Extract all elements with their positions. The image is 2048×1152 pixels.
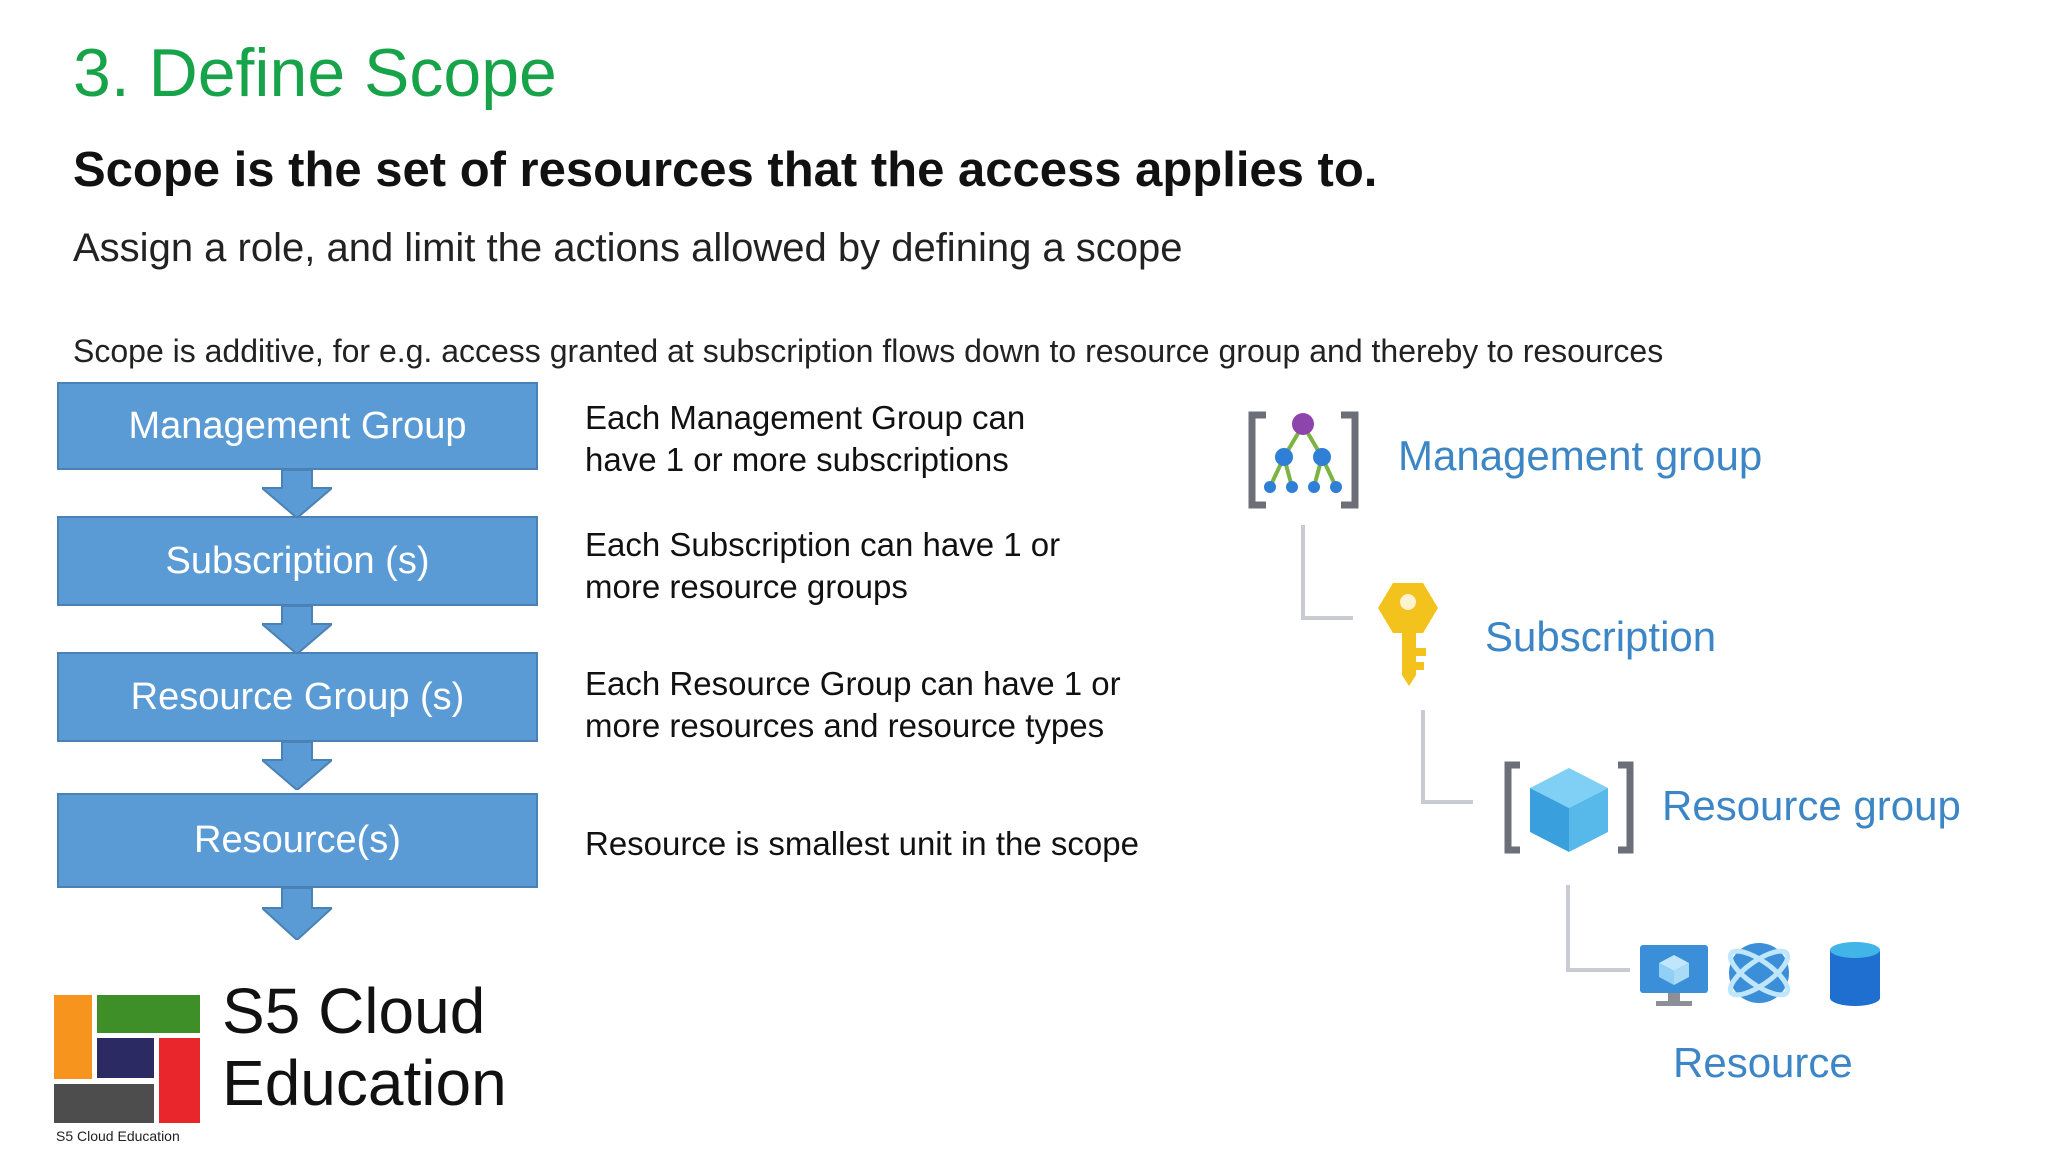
hierarchy-label-resource: Resource: [1673, 1039, 1853, 1086]
s5-cloud-logo-icon: [54, 995, 200, 1123]
desc-resource: Resource is smallest unit in the scope: [585, 823, 1139, 865]
desc-management-group: Each Management Group can have 1 or more…: [585, 397, 1025, 481]
brand-name-line: S5 Cloud: [222, 975, 486, 1047]
down-arrow-icon: [262, 888, 332, 940]
desc-subscription: Each Subscription can have 1 or more res…: [585, 524, 1060, 608]
desc-line: Resource is smallest unit in the scope: [585, 825, 1139, 862]
brand-name-line: Education: [222, 1047, 507, 1119]
logo-caption: S5 Cloud Education: [56, 1128, 180, 1144]
storage-cylinder-icon: [1830, 942, 1880, 1006]
hierarchy-label-resource-group: Resource group: [1662, 782, 1961, 829]
brand-name: S5 Cloud Education: [222, 975, 507, 1119]
hierarchy-label-subscription: Subscription: [1485, 613, 1717, 660]
flow-box-subscription: Subscription (s): [57, 516, 538, 606]
desc-line: have 1 or more subscriptions: [585, 441, 1009, 478]
hierarchy-label-management-group: Management group: [1398, 432, 1763, 479]
virtual-machine-icon: [1640, 945, 1708, 1006]
down-arrow-icon: [262, 606, 332, 654]
resource-group-cube-icon: [1504, 761, 1634, 854]
cosmos-db-icon: [1727, 943, 1791, 1003]
flow-box-resource: Resource(s): [57, 793, 538, 888]
slide-subline: Assign a role, and limit the actions all…: [73, 226, 1183, 270]
down-arrow-icon: [262, 470, 332, 518]
desc-resource-group: Each Resource Group can have 1 or more r…: [585, 663, 1121, 747]
desc-line: Each Subscription can have 1 or: [585, 526, 1061, 563]
flow-box-resource-group: Resource Group (s): [57, 652, 538, 742]
scope-note: Scope is additive, for e.g. access grant…: [73, 333, 1664, 369]
hierarchy-connector: [1301, 525, 1353, 620]
desc-line: Each Resource Group can have 1 or: [585, 665, 1121, 702]
down-arrow-icon: [262, 742, 332, 790]
hierarchy-connector: [1421, 710, 1473, 804]
flow-box-management-group: Management Group: [57, 382, 538, 470]
subscription-key-icon: [1378, 583, 1438, 686]
scope-hierarchy-diagram: [1248, 411, 1880, 1006]
desc-line: Each Management Group can: [585, 399, 1026, 436]
hierarchy-connector: [1566, 885, 1630, 972]
desc-line: more resources and resource types: [585, 707, 1105, 744]
slide-headline: Scope is the set of resources that the a…: [73, 143, 1378, 197]
desc-line: more resource groups: [585, 568, 908, 605]
slide-title: 3. Define Scope: [73, 35, 557, 111]
management-group-icon: [1248, 411, 1359, 509]
